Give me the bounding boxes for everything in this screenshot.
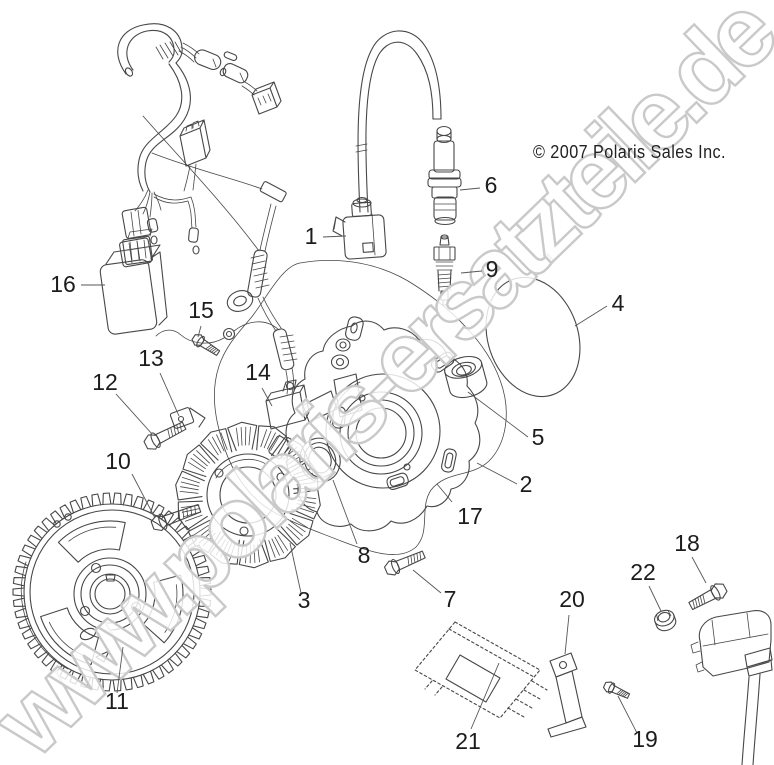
callout-leader-8 <box>332 479 358 545</box>
callout-leader-7 <box>412 569 442 594</box>
callout-leader-9 <box>460 270 483 274</box>
bolt-icon <box>383 550 426 576</box>
part-ring-terminal-wire <box>155 321 280 344</box>
callout-number-20: 20 <box>559 586 585 612</box>
callout-number-21: 21 <box>455 728 481 754</box>
callout-number-1: 1 <box>305 223 318 249</box>
part-mounting-bracket <box>547 652 587 738</box>
bolt-icon <box>191 334 221 356</box>
part-cdi-box <box>99 228 168 335</box>
part-clamp-bracket <box>169 407 206 429</box>
callout-leader-3 <box>289 542 302 594</box>
callout-number-8: 8 <box>358 542 371 568</box>
part-pickup-coil <box>265 338 363 430</box>
callout-leader-6 <box>459 187 481 191</box>
callout-leader-14 <box>261 387 273 407</box>
callout-number-9: 9 <box>486 256 499 282</box>
part-bushing <box>444 355 488 399</box>
bolt-icon <box>602 681 631 699</box>
part-spark-plug-cap <box>427 125 462 226</box>
callout-number-7: 7 <box>444 586 457 612</box>
callout-leader-2 <box>476 462 518 485</box>
callout-leader-4 <box>574 305 608 327</box>
callout-leader-5 <box>467 391 529 438</box>
callout-leader-10 <box>131 473 156 519</box>
part-flywheel <box>12 492 212 692</box>
callout-number-2: 2 <box>520 471 533 497</box>
bolt-icon <box>143 421 187 450</box>
callout-leader-18 <box>691 556 707 584</box>
part-stator-harness <box>226 181 298 395</box>
part-stator <box>175 421 321 569</box>
callout-number-15: 15 <box>188 297 214 323</box>
callout-leader-13 <box>159 372 180 417</box>
part-sensor-assembly <box>690 610 773 765</box>
part-ignition-coil <box>332 196 387 260</box>
callout-number-19: 19 <box>632 726 658 752</box>
callout-leader-21 <box>470 662 500 730</box>
callout-number-4: 4 <box>612 290 625 316</box>
callout-leader-17 <box>436 483 453 503</box>
callout-leader-1 <box>322 235 347 238</box>
callout-number-10: 10 <box>105 448 131 474</box>
part-spark-plug <box>433 234 456 306</box>
part-wiring-harness <box>117 23 282 268</box>
callout-number-6: 6 <box>485 172 498 198</box>
callout-number-17: 17 <box>457 503 483 529</box>
copyright-text: © 2007 Polaris Sales Inc. <box>533 141 726 162</box>
callout-leader-20 <box>564 614 570 655</box>
callout-leader-19 <box>617 695 638 734</box>
callout-number-13: 13 <box>138 345 164 371</box>
callout-number-5: 5 <box>532 424 545 450</box>
part-stator-cover <box>285 316 481 532</box>
callout-leader-15 <box>197 325 202 338</box>
callout-leader-11 <box>116 646 124 694</box>
part-oil-seal <box>299 437 341 483</box>
part-spark-plug-wire <box>355 30 442 213</box>
callout-number-22: 22 <box>630 559 656 585</box>
callout-leader-22 <box>648 585 662 612</box>
callout-number-14: 14 <box>245 359 271 385</box>
fastener-bolts <box>143 334 728 699</box>
bolt-icon <box>150 504 202 532</box>
part-crankcase-outline <box>213 260 507 555</box>
callout-leader-12 <box>115 393 153 435</box>
callout-number-11: 11 <box>105 688 129 714</box>
part-flange-nut <box>654 609 677 632</box>
callout-number-12: 12 <box>92 369 118 395</box>
diagram-line-art <box>12 23 773 765</box>
part-gasket-oval <box>485 276 581 398</box>
callout-number-3: 3 <box>298 587 311 613</box>
callout-number-16: 16 <box>50 271 76 297</box>
bolt-icon <box>688 583 728 611</box>
part-voltage-regulator <box>414 621 548 719</box>
callout-number-18: 18 <box>674 530 700 556</box>
